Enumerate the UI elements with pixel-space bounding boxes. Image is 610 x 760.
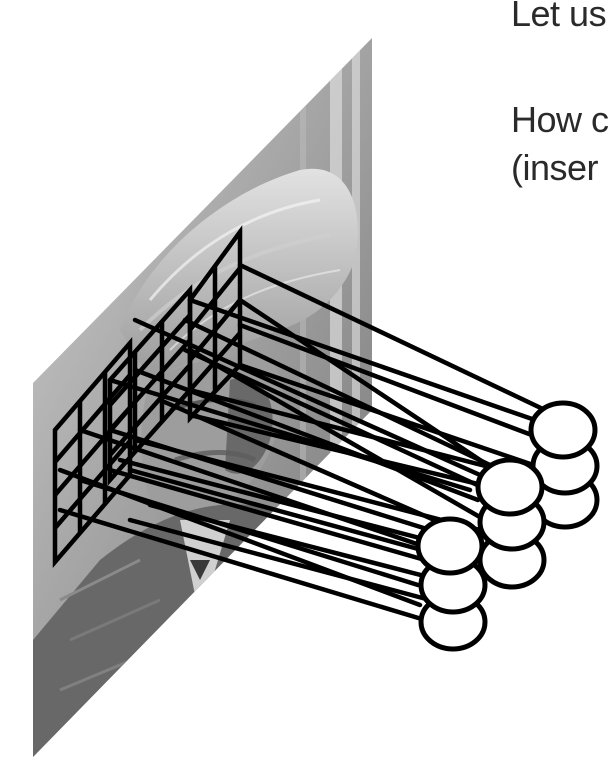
unit-node (415, 516, 485, 576)
unit-node (475, 457, 545, 517)
unit-column-back (528, 400, 600, 530)
slide-text-line-1: Let us (511, 0, 607, 34)
slide-text-line-2: How c (511, 99, 609, 140)
receptive-field-front (52, 336, 133, 569)
unit-node (528, 400, 598, 460)
slide-text-line-3: (inser (511, 147, 599, 188)
unit-column-front (415, 516, 488, 652)
connections (57, 262, 551, 623)
unit-column-middle (475, 457, 547, 590)
